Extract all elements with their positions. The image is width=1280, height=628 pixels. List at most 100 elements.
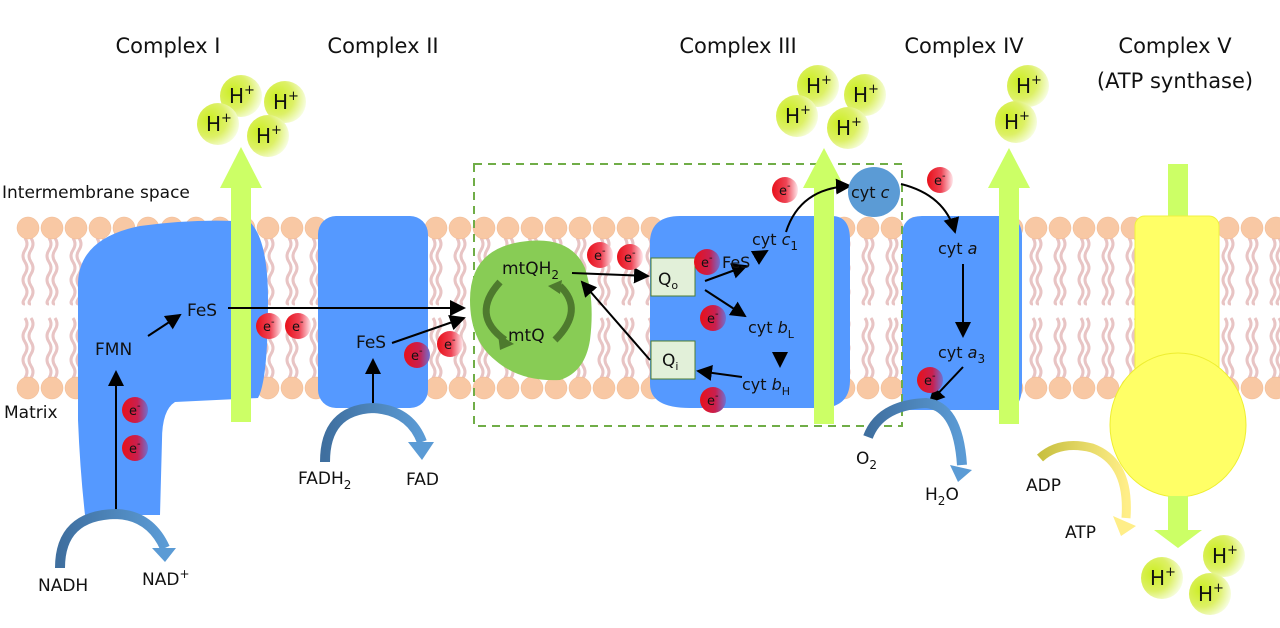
lipid-tail [1077,237,1085,306]
q-cycle-arrow-right-icon [552,283,575,343]
lipid-tail [1269,237,1277,306]
complex-ii-shape [318,216,428,408]
proton-label: H+ [1004,109,1030,134]
phospholipid [856,216,880,400]
electron-label: e- [129,439,141,457]
lipid-tail [861,317,869,386]
qo-label: Qo [658,270,678,292]
lipid-head [1264,216,1280,240]
lipid-head [544,216,568,240]
lipid-tail [1053,237,1061,306]
fes-to-cytc1-arrow [750,249,769,265]
lipid-tail [1107,317,1115,386]
lipid-tail [867,237,875,306]
lipid-tail [267,237,275,306]
lipid-tail [291,237,299,306]
proton-pump-arrow-complex-iv [988,148,1030,424]
fmn-to-fes-arrow [147,313,182,337]
lipid-head [40,216,64,240]
phospholipid [424,216,448,400]
lipid-tail [1275,237,1280,306]
nadh-label: NADH [38,576,88,596]
lipid-head [1048,216,1072,240]
lipid-head [880,376,904,400]
complex-iv-title: Complex IV [904,34,1024,58]
lipid-tail [453,237,461,306]
proton-label: H+ [273,89,299,114]
fad-label: FAD [406,470,439,490]
lipid-tail [459,317,467,386]
proton: H+ [995,101,1037,143]
lipid-head [280,376,304,400]
electron: e- [617,244,643,270]
lipid-head [1024,376,1048,400]
qi-label: Qi [662,351,678,373]
proton-label: H+ [853,82,879,107]
nadh-conversion-arrow [55,508,176,569]
lipid-head [1264,376,1280,400]
electron-label: e- [624,248,636,266]
lipid-tail [435,237,443,306]
cyt-a3-label: cyt a3 [938,343,985,366]
lipid-tail [597,317,605,386]
electron: e- [694,249,720,275]
lipid-tail [891,317,899,386]
lipid-tail [309,317,317,386]
lipid-tail [891,237,899,306]
c1-fes-label: FeS [187,301,217,321]
nad-label: NAD+ [142,567,190,590]
lipid-head [424,376,448,400]
lipid-head [40,376,64,400]
lipid-tail [1251,237,1259,306]
intermembrane-space-label: Intermembrane space [2,183,190,203]
electron-label: e- [934,171,946,189]
lipid-tail [51,237,59,306]
cyt-c1-label: cyt c1 [752,230,798,253]
mtqh2-label: mtQH2 [502,259,559,282]
atp-label: ATP [1065,523,1096,543]
lipid-head [280,216,304,240]
lipid-tail [21,237,29,306]
lipid-tail [603,317,611,386]
lipid-tail [45,237,53,306]
lipid-head [256,216,280,240]
proton-label: H+ [1016,73,1042,98]
protons: H+H+H+H+H+H+H+H+H+H+H+H+H+ [197,65,1245,615]
qi-to-qh2-arrow [580,280,651,361]
lipid-head [448,216,472,240]
lipid-tail [429,237,437,306]
proton: H+ [827,107,869,149]
electron: e- [927,167,953,193]
proton-label: H+ [256,123,282,148]
lipid-head [520,216,544,240]
cyta3-to-o2-arrow [928,366,964,404]
proton: H+ [776,95,818,137]
lipid-tail [627,317,635,386]
electron-label: e- [129,401,141,419]
complex-v-subtitle: (ATP synthase) [1097,69,1253,93]
electron: e- [700,387,726,413]
electron: e- [587,242,613,268]
cyt-c-label: cyt c [851,183,890,202]
electron-label: e- [292,317,304,335]
lipid-tail [1245,237,1253,306]
lipid-tail [1029,317,1037,386]
proton-label: H+ [229,83,255,108]
proton-pump-arrow-complex-i [220,147,262,422]
lipid-tail [1059,237,1067,306]
fadh2-label: FADH2 [298,469,351,492]
phospholipid [40,216,64,400]
lipid-tail [309,237,317,306]
proton-pump-arrow-complex-iii [803,148,845,424]
lipid-tail [1227,237,1235,306]
lipid-head [1048,376,1072,400]
matrix-label: Matrix [4,403,58,423]
lipid-tail [861,237,869,306]
lipid-head [544,376,568,400]
phospholipid [1264,216,1280,400]
electron-label: e- [924,371,936,389]
lipid-tail [1245,317,1253,386]
h2o-label: H2O [925,485,959,508]
lipid-head [448,376,472,400]
